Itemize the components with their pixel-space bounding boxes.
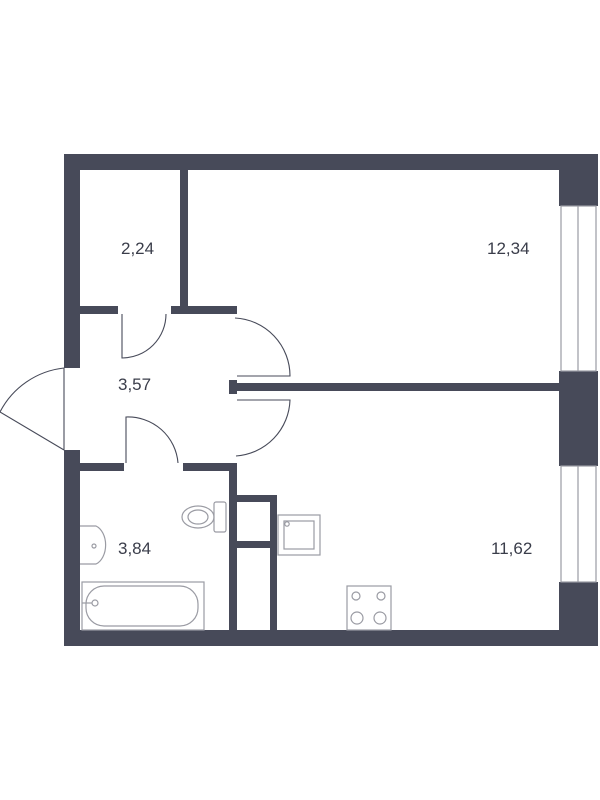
door-swing-icon — [0, 313, 291, 464]
bathtub-icon — [81, 581, 205, 631]
bathtub-outer — [81, 581, 205, 631]
wall-storage-bottom-right — [171, 306, 237, 314]
room-area-bathroom: 3,84 — [118, 539, 151, 558]
bathtub-inner — [85, 585, 199, 627]
kitchen-sink-outer — [277, 514, 321, 556]
toilet-seat — [187, 509, 209, 525]
wall-hall-post — [229, 380, 237, 394]
sink-icon — [80, 525, 107, 565]
bathtub-drain — [91, 599, 99, 607]
toilet-icon — [181, 501, 227, 533]
wall-right-middle — [559, 371, 598, 466]
wall-storage-bottom-left — [80, 306, 118, 314]
room-labels: 2,24 12,34 3,57 3,84 11,62 — [118, 239, 532, 558]
shaft-middle — [229, 541, 277, 548]
stove-burner-2 — [376, 591, 386, 601]
wall-right-top — [559, 154, 598, 206]
kitchen-sink-icon — [277, 514, 321, 556]
stove-burner-1 — [351, 591, 361, 601]
shaft-outer-right — [270, 495, 277, 630]
outer-walls — [64, 154, 598, 646]
wall-right-bottom — [559, 582, 598, 646]
kitchen-sink-basin — [283, 520, 315, 550]
wall-left-upper — [64, 154, 80, 368]
door-storage — [121, 313, 167, 359]
sink-basin — [80, 525, 107, 565]
door-kitchen — [235, 399, 291, 457]
stove-burner-3 — [350, 611, 364, 625]
door-entrance — [0, 367, 65, 451]
shaft-top — [229, 495, 277, 502]
wall-top — [64, 154, 598, 170]
stove-body — [346, 585, 392, 631]
room-area-hallway: 3,57 — [118, 375, 151, 394]
wall-bath-top-right — [183, 463, 233, 471]
window-icon — [560, 205, 597, 583]
wall-storage-divider — [180, 170, 188, 308]
wall-bath-top-left — [80, 463, 124, 471]
toilet-bowl — [181, 505, 215, 529]
room-area-storage: 2,24 — [121, 239, 154, 258]
interior-walls — [80, 170, 559, 630]
toilet-tank — [213, 501, 227, 533]
stove-icon — [346, 585, 392, 631]
wall-left-lower — [64, 450, 80, 646]
wall-bottom — [64, 630, 598, 646]
stove-burner-4 — [373, 611, 387, 625]
kitchen-sink-tap — [284, 521, 290, 527]
wall-room-divider — [232, 383, 559, 391]
sink-drain — [91, 543, 97, 549]
room-area-living-room: 12,34 — [487, 239, 530, 258]
room-area-kitchen: 11,62 — [491, 539, 532, 558]
door-bathroom — [125, 416, 179, 464]
door-living — [234, 317, 291, 377]
